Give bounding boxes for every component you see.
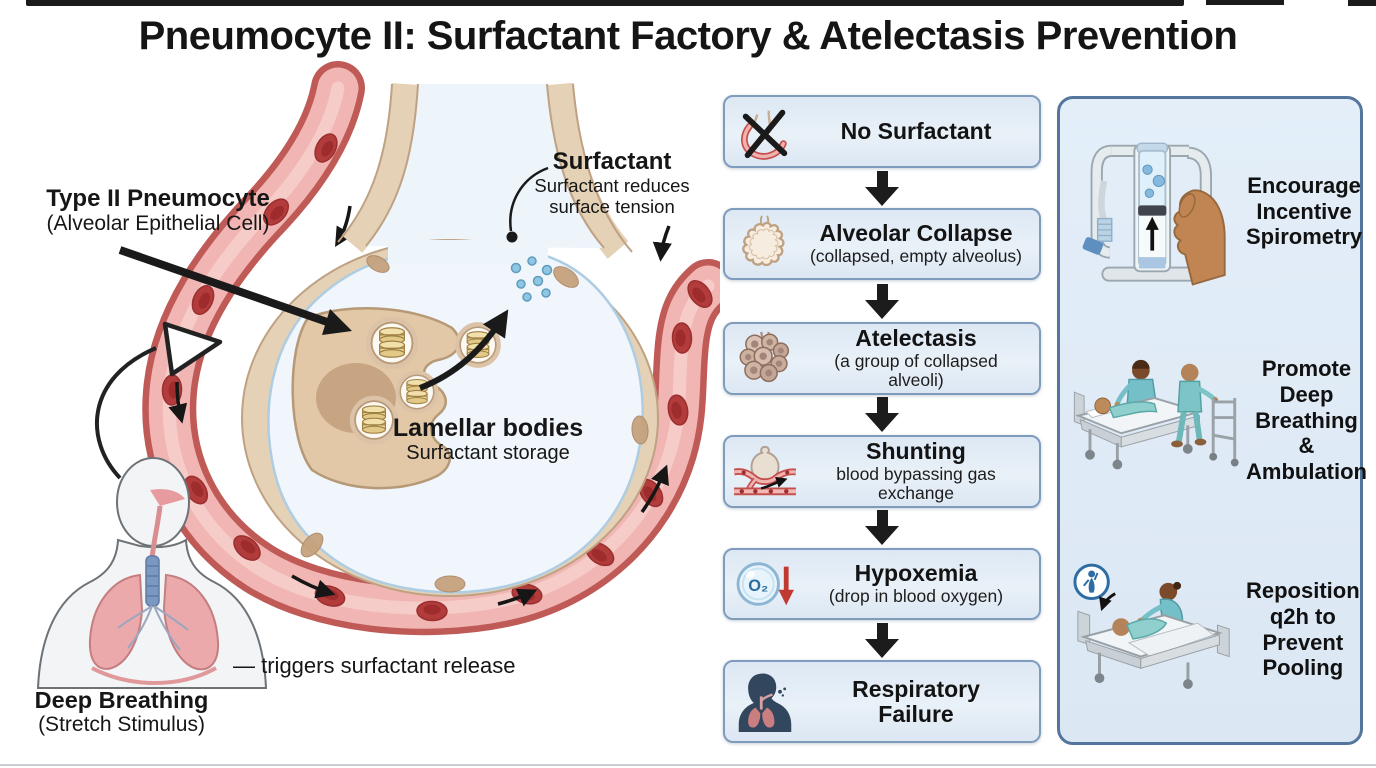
nasal-cavity — [150, 489, 185, 506]
down-arrow-icon — [864, 284, 900, 319]
step-title: Respiratory Failure — [852, 675, 980, 727]
page-title: Pneumocyte II: Surfactant Factory & Atel… — [138, 14, 1238, 58]
incentive-spirometer-icon — [1066, 119, 1246, 305]
step-subtitle: (drop in blood oxygen) — [828, 586, 1004, 607]
cascade-step-respiratory-failure: Respiratory Failure — [723, 660, 1041, 743]
deep-breathing-title: Deep Breathing — [34, 687, 209, 713]
oxygen-drop-icon: O₂ — [725, 557, 805, 611]
reposition-q2h-icon — [1066, 560, 1246, 700]
step-title: No Surfactant — [840, 118, 992, 145]
cascade-step-alveolar-collapse: Alveolar Collapse (collapsed, empty alve… — [723, 208, 1041, 280]
trigger-note-label: — triggers surfactant release — [233, 653, 516, 678]
intervention-incentive-spirometry: Encourage Incentive Spirometry — [1066, 107, 1362, 316]
pharynx — [149, 505, 163, 559]
down-arrow-icon — [864, 623, 900, 658]
deep-breathing-ambulation-icon — [1066, 355, 1246, 487]
surfactant-leader-line — [506, 166, 549, 243]
collapsed-alveolus-icon — [725, 215, 805, 273]
alveolus — [241, 82, 659, 597]
deep-breathing-sub: (Stretch Stimulus) — [38, 713, 205, 737]
cascade-step-hypoxemia: O₂ Hypoxemia (drop in blood oxygen) — [723, 548, 1041, 620]
blood-flow-arrow-icon — [168, 205, 672, 607]
surfactant-label: Surfactant Surfactant reduces surface te… — [512, 149, 712, 217]
step-title: Atelectasis — [855, 324, 977, 351]
type2-label-title: Type II Pneumocyte — [46, 185, 270, 212]
alveolus-illustration — [36, 61, 720, 689]
collapsed-alveoli-cluster-icon — [725, 330, 805, 388]
lamellar-label-sub: Surfactant storage — [406, 442, 570, 464]
respiratory-failure-icon — [725, 671, 805, 733]
drop-arrow — [778, 589, 794, 606]
surfactant-label-title: Surfactant — [552, 148, 672, 175]
o2-label: O₂ — [748, 577, 768, 595]
down-arrow-icon — [864, 171, 900, 206]
step-subtitle: (a group of collapsed alveoli) — [834, 350, 998, 391]
stretch-stimulus-arrow-icon — [95, 321, 223, 480]
top-edge-artifact — [26, 0, 1184, 6]
intervention-deep-breathing-ambulation: Promote Deep Breathing & Ambulation — [1066, 316, 1367, 525]
trachea — [145, 555, 160, 607]
top-edge-artifact — [1206, 0, 1284, 5]
bronchial-tree — [117, 605, 189, 651]
step-subtitle: (collapsed, empty alveolus) — [809, 246, 1023, 267]
surfactant-release-arrow-icon — [418, 309, 509, 391]
cascade-step-shunting: Shunting blood bypassing gas exchange — [723, 435, 1041, 508]
type2-label-sub: (Alveolar Epithelial Cell) — [46, 211, 270, 235]
no-surfactant-icon — [725, 102, 805, 162]
bottom-edge-artifact — [0, 764, 1376, 766]
alveolar-opening — [388, 240, 548, 264]
intervention-label: Encourage Incentive Spirometry — [1246, 172, 1363, 250]
surfactant-dots — [510, 256, 553, 302]
down-arrow-icon — [864, 510, 900, 545]
lamellar-bodies-label: Lamellar bodies Surfactant storage — [378, 415, 598, 465]
type2-pneumocyte-label: Type II Pneumocyte (Alveolar Epithelial … — [18, 186, 298, 236]
step-subtitle: blood bypassing gas exchange — [836, 463, 996, 504]
step-title: Shunting — [866, 437, 966, 464]
down-arrow-icon — [864, 397, 900, 432]
intervention-label: Promote Deep Breathing & Ambulation — [1246, 355, 1367, 485]
diaphragm — [91, 666, 217, 685]
human-figure — [36, 457, 268, 689]
cascade-step-atelectasis: Atelectasis (a group of collapsed alveol… — [723, 322, 1041, 395]
step-title: Hypoxemia — [854, 560, 978, 587]
intervention-label: Reposition q2h to Prevent Pooling — [1246, 577, 1360, 681]
shunting-vessel-icon — [725, 443, 805, 501]
deep-breathing-label: Deep Breathing (Stretch Stimulus) — [14, 687, 229, 737]
intervention-reposition-q2h: Reposition q2h to Prevent Pooling — [1066, 525, 1360, 734]
lamellar-label-title: Lamellar bodies — [392, 414, 584, 442]
interventions-panel: Encourage Incentive Spirometry — [1057, 96, 1367, 745]
surfactant-label-sub: Surfactant reduces surface tension — [534, 174, 690, 217]
step-title: Alveolar Collapse — [819, 220, 1013, 247]
epithelial-nuclei — [300, 255, 649, 593]
capillary-vessel — [142, 61, 720, 636]
cascade-step-no-surfactant: No Surfactant — [723, 95, 1041, 168]
top-edge-artifact — [1348, 0, 1376, 6]
type2-pointer-arrow-icon — [118, 246, 352, 335]
